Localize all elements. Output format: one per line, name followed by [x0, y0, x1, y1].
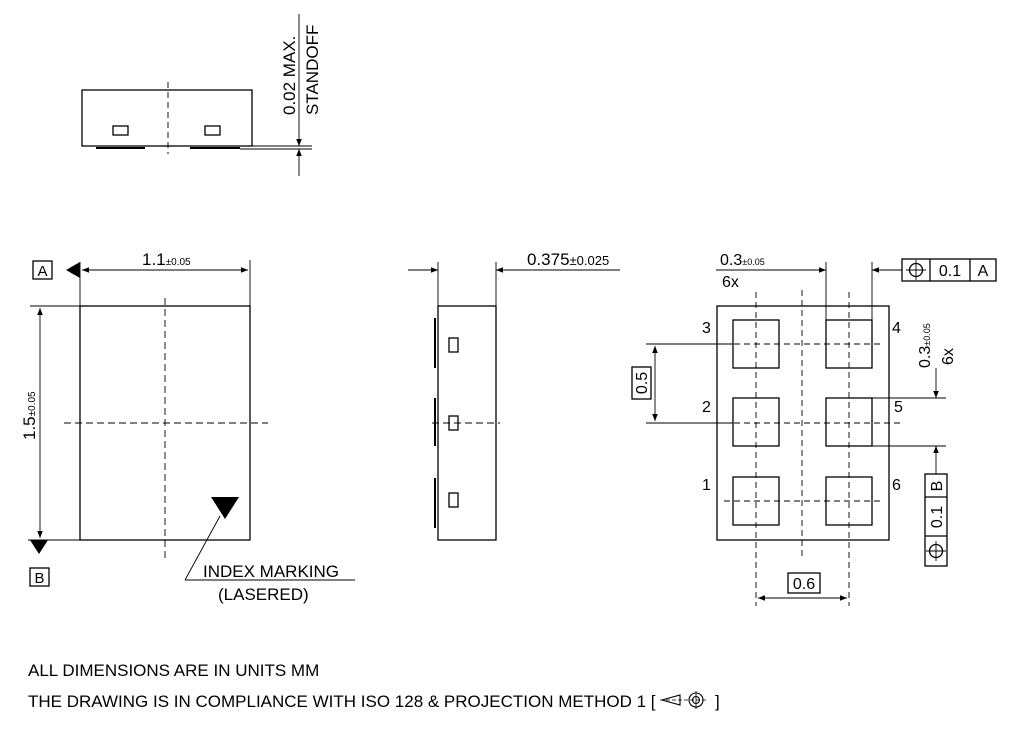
index-marking-label: INDEX MARKING — [203, 562, 339, 581]
standoff-value: 0.02 MAX. — [280, 36, 299, 115]
thickness-dimension: 0.375±0.025 — [527, 250, 609, 269]
side-view-body — [81, 89, 253, 147]
fcf-side — [924, 473, 948, 567]
height-value: 1.5 — [20, 416, 39, 440]
width-dimension: 1.1±0.05 — [142, 250, 191, 269]
note-compliance-suffix: ] — [714, 691, 720, 711]
datum-a-frame — [32, 260, 53, 280]
end-view — [408, 262, 620, 541]
height-dimension: 1.5±0.05 — [20, 391, 39, 440]
note-units-text: ALL DIMENSIONS ARE IN UNITS MM — [28, 661, 320, 680]
note-compliance: THE DRAWING IS IN COMPLIANCE WITH ISO 12… — [28, 690, 720, 715]
side-view — [81, 14, 312, 176]
datum-b-frame — [29, 567, 50, 587]
note-units: ALL DIMENSIONS ARE IN UNITS MM — [28, 661, 319, 681]
pin-label-3: 3 — [702, 320, 711, 337]
thickness-tolerance: ±0.025 — [570, 253, 610, 268]
index-marking-triangle — [211, 497, 239, 519]
datum-a-triangle — [66, 262, 80, 278]
datum-b-triangle — [30, 540, 48, 554]
width-tolerance: ±0.05 — [166, 257, 191, 268]
pin-label-5: 5 — [894, 399, 903, 416]
pitch-vertical-value: 0.5 — [634, 372, 651, 394]
side-view-pad-left — [112, 125, 129, 136]
pad-width-value: 0.3 — [720, 252, 742, 269]
projection-method-icon — [660, 690, 710, 715]
height-tolerance: ±0.05 — [27, 391, 38, 416]
pitch-horizontal-value: 0.6 — [793, 576, 815, 593]
fcf-side-datum: B — [929, 481, 946, 492]
index-marking-sublabel: (LASERED) — [218, 585, 309, 604]
fcf-top-datum: A — [978, 263, 989, 280]
fcf-top — [901, 258, 997, 282]
top-view — [28, 260, 355, 587]
bottom-view — [631, 258, 997, 606]
side-view-pad-right — [204, 125, 221, 136]
pin-label-6: 6 — [892, 477, 901, 494]
fcf-side-tolerance: 0.1 — [929, 506, 946, 528]
pin-label-2: 2 — [702, 399, 711, 416]
datum-b-letter: B — [34, 570, 44, 587]
pitch-horizontal-frame — [787, 572, 821, 594]
bottom-view-body — [716, 305, 890, 541]
thickness-value: 0.375 — [527, 250, 570, 269]
datum-a-letter: A — [37, 263, 47, 280]
pad-width-count: 6x — [722, 274, 739, 291]
pad-height-value: 0.3 — [917, 346, 934, 368]
pad-width-tolerance: ±0.05 — [742, 257, 764, 267]
note-compliance-text: THE DRAWING IS IN COMPLIANCE WITH ISO 12… — [28, 691, 656, 711]
width-value: 1.1 — [142, 250, 166, 269]
pin-label-4: 4 — [892, 320, 901, 337]
standoff-label: STANDOFF — [303, 25, 322, 115]
pitch-vertical-frame — [631, 366, 652, 400]
fcf-top-tolerance: 0.1 — [939, 263, 961, 280]
pad-height-dimension: 0.3±0.05 — [917, 323, 934, 368]
pad-width-dimension: 0.3±0.05 — [720, 252, 765, 269]
pad-height-count: 6x — [940, 348, 957, 365]
pin-label-1: 1 — [702, 477, 711, 494]
pad-height-tolerance: ±0.05 — [922, 323, 932, 345]
